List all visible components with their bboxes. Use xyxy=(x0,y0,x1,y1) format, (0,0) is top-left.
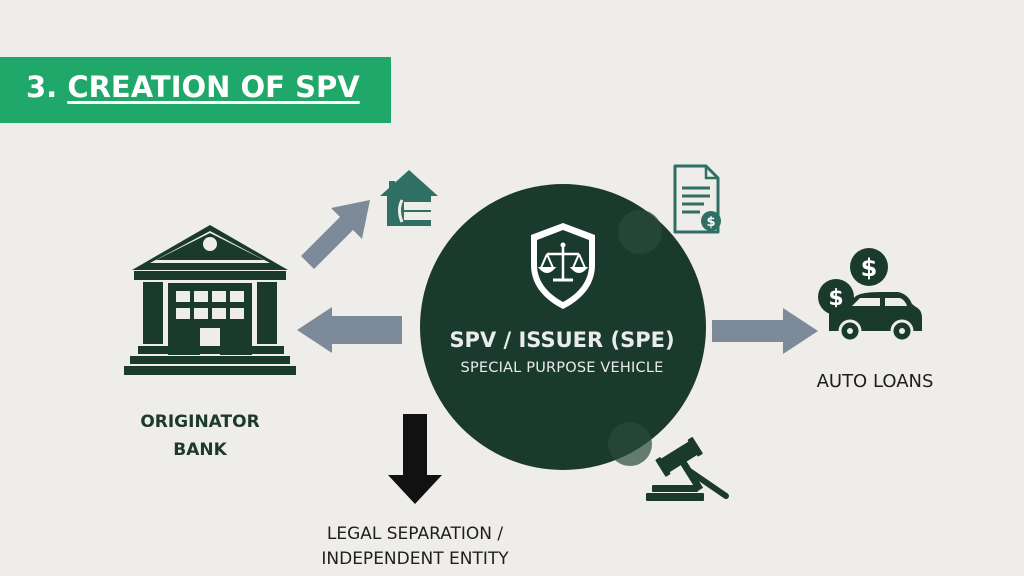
bank-building-icon xyxy=(124,225,296,375)
arrow-down xyxy=(388,414,442,504)
document-dollar-icon: $ xyxy=(673,164,721,234)
originator-line-2: BANK xyxy=(173,440,227,460)
spv-subtitle: SPECIAL PURPOSE VEHICLE xyxy=(460,360,664,376)
title-number: 3. xyxy=(26,70,58,104)
house-mortgage-icon xyxy=(380,170,440,226)
auto-loans-label: AUTO LOANS xyxy=(816,371,934,392)
gavel-icon xyxy=(646,437,729,501)
spv-circle xyxy=(420,184,706,470)
spv-title: SPV / ISSUER (SPE) xyxy=(449,328,675,352)
originator-line-1: ORIGINATOR xyxy=(140,412,260,432)
legal-line-2: INDEPENDENT ENTITY xyxy=(321,549,509,569)
svg-text:$: $ xyxy=(706,215,715,230)
legal-line-1: LEGAL SEPARATION / xyxy=(326,524,504,544)
svg-text:$: $ xyxy=(828,286,843,311)
title-bar: 3. CREATION OF SPV xyxy=(0,57,391,123)
legal-separation-label: LEGAL SEPARATION / INDEPENDENT ENTITY xyxy=(270,522,560,572)
page-title: 3. CREATION OF SPV xyxy=(26,70,360,104)
arrow-right xyxy=(712,308,818,354)
arrow-to-house xyxy=(301,200,370,269)
car-dollar-icon: $ $ xyxy=(818,248,922,343)
originator-bank-label: ORIGINATOR BANK xyxy=(110,408,290,464)
shield-icon xyxy=(531,223,595,309)
title-text: CREATION OF SPV xyxy=(67,70,360,104)
svg-text:$: $ xyxy=(861,254,878,282)
arrow-left xyxy=(297,307,402,353)
